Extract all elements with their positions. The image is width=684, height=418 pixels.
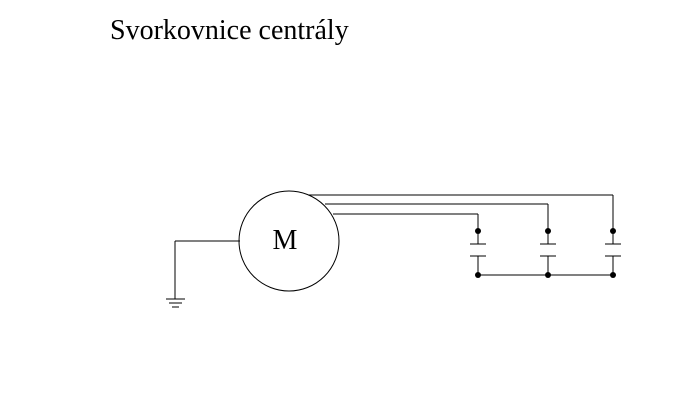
motor-circle — [238, 190, 340, 292]
terminal-1 — [470, 228, 486, 278]
motor-label: M — [273, 225, 298, 256]
diagram-title: Svorkovnice centrály — [110, 15, 349, 46]
phase-wire-1 — [308, 194, 614, 231]
terminal-3 — [605, 228, 621, 278]
phase-wire-2 — [325, 203, 549, 231]
terminal-2 — [540, 228, 556, 278]
ground-connection — [174, 240, 240, 299]
phase-wire-3 — [333, 213, 479, 231]
ground-icon — [166, 298, 185, 308]
